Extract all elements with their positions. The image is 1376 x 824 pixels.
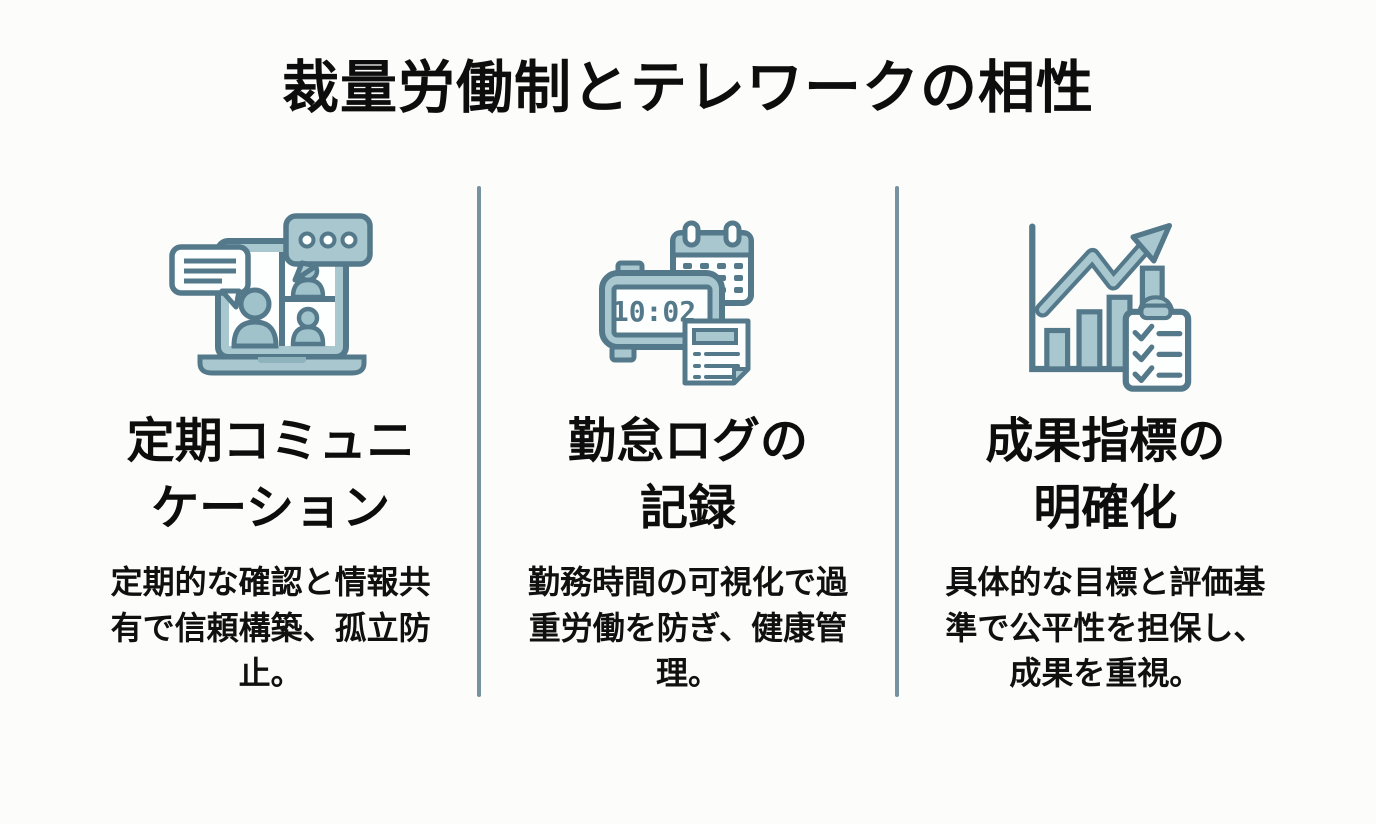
attendance-clock-icon-svg: 10:02: [598, 220, 754, 386]
column-heading: 成果指標の 明確化: [985, 414, 1226, 536]
column-heading: 定期コミュニ ケーション: [126, 414, 415, 536]
column-description: 定期的な確認と情報共 有で信頼構築、孤立防 止。: [110, 564, 431, 692]
performance-chart-icon-svg: [1029, 223, 1192, 393]
column-description: 具体的な目標と評価基 準で公平性を担保し、 成果を重視。: [945, 564, 1266, 692]
columns-container: 定期コミュニ ケーション 定期的な確認と情報共 有で信頼構築、孤立防 止。: [0, 185, 1376, 697]
video-conference-icon: [166, 210, 376, 398]
attendance-clock-icon: 10:02: [588, 210, 788, 398]
column-heading: 勤怠ログの 記録: [567, 414, 808, 536]
column-attendance-log: 10:02 勤怠ログの 記録 勤務時間の可視化で過 重労働を防ぎ、健康管 理。: [481, 186, 894, 697]
infographic-page: 裁量労働制とテレワークの相性: [0, 56, 1376, 697]
column-description: 勤務時間の可視化で過 重労働を防ぎ、健康管 理。: [527, 564, 848, 692]
vertical-divider: [477, 185, 482, 697]
performance-chart-icon: [1001, 210, 1209, 398]
page-title: 裁量労働制とテレワークの相性: [282, 56, 1094, 120]
column-communication: 定期コミュニ ケーション 定期的な確認と情報共 有で信頼構築、孤立防 止。: [0, 186, 477, 697]
video-conference-icon-svg: [168, 213, 373, 376]
clock-time-text: 10:02: [612, 295, 696, 328]
vertical-divider: [894, 185, 899, 697]
column-performance-metrics: 成果指標の 明確化 具体的な目標と評価基 準で公平性を担保し、 成果を重視。: [899, 186, 1376, 697]
